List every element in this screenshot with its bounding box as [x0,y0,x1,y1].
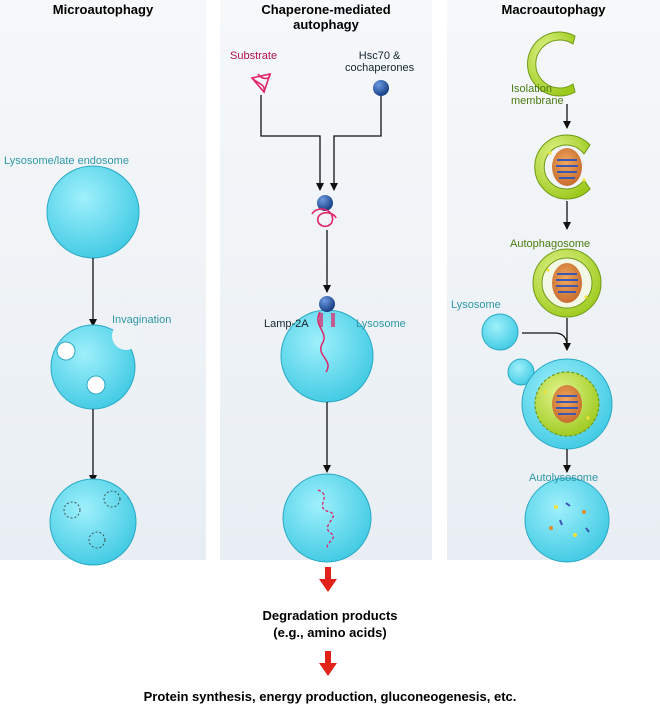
micro-lysosome-1 [46,165,140,259]
fusing-autolysosome [507,358,613,450]
hsc70-label: Hsc70 & cochaperones [345,50,415,74]
autophagosome-label: Autophagosome [510,238,591,250]
autophagosome [532,248,602,318]
macroautophagy-title: Macroautophagy [501,2,606,17]
cma-degraded-lysosome [282,473,372,563]
substrate-icon [250,72,272,94]
cma-lysosome-label: Lysosome [356,318,406,330]
degradation-line-2: (e.g., amino acids) [273,625,387,640]
autolysosome-label: Autolysosome [529,472,599,484]
micro-lysosome-label: Lysosome/late endosome [4,155,129,167]
cma-lysosome [280,296,374,403]
hsc70-chaperone-icon [373,80,389,96]
substrate-path-line [260,95,324,191]
final-outcome-text: Protein synthesis, energy production, gl… [143,689,517,704]
micro-lysosome-2 [50,322,140,410]
macro-lysosome-label: Lysosome [451,299,501,311]
substrate-chaperone-complex [311,195,337,228]
red-arrow-2 [319,651,337,676]
autolysosome [524,477,610,563]
degradation-products-text: Degradation products (e.g., amino acids) [0,607,660,641]
microautophagy-title: Microautophagy [52,2,154,17]
substrate-label: Substrate [230,50,278,62]
isolation-membrane-label: Isolation membrane [511,83,564,107]
hsc70-path-line [330,96,382,191]
red-arrow-1 [319,567,337,592]
macro-lysosome-merge-line [522,332,568,347]
lamp2a-label: Lamp-2A [264,318,309,330]
microautophagy-panel: Microautophagy [0,0,206,560]
cma-title: Chaperone-mediated autophagy [261,2,391,32]
micro-lysosome-3 [49,478,137,566]
forming-autophagosome [534,134,591,200]
isolation-membrane-icon [527,31,576,97]
degradation-line-1: Degradation products [262,608,398,623]
macro-lysosome [481,313,519,351]
invagination-label: Invagination [112,314,172,326]
